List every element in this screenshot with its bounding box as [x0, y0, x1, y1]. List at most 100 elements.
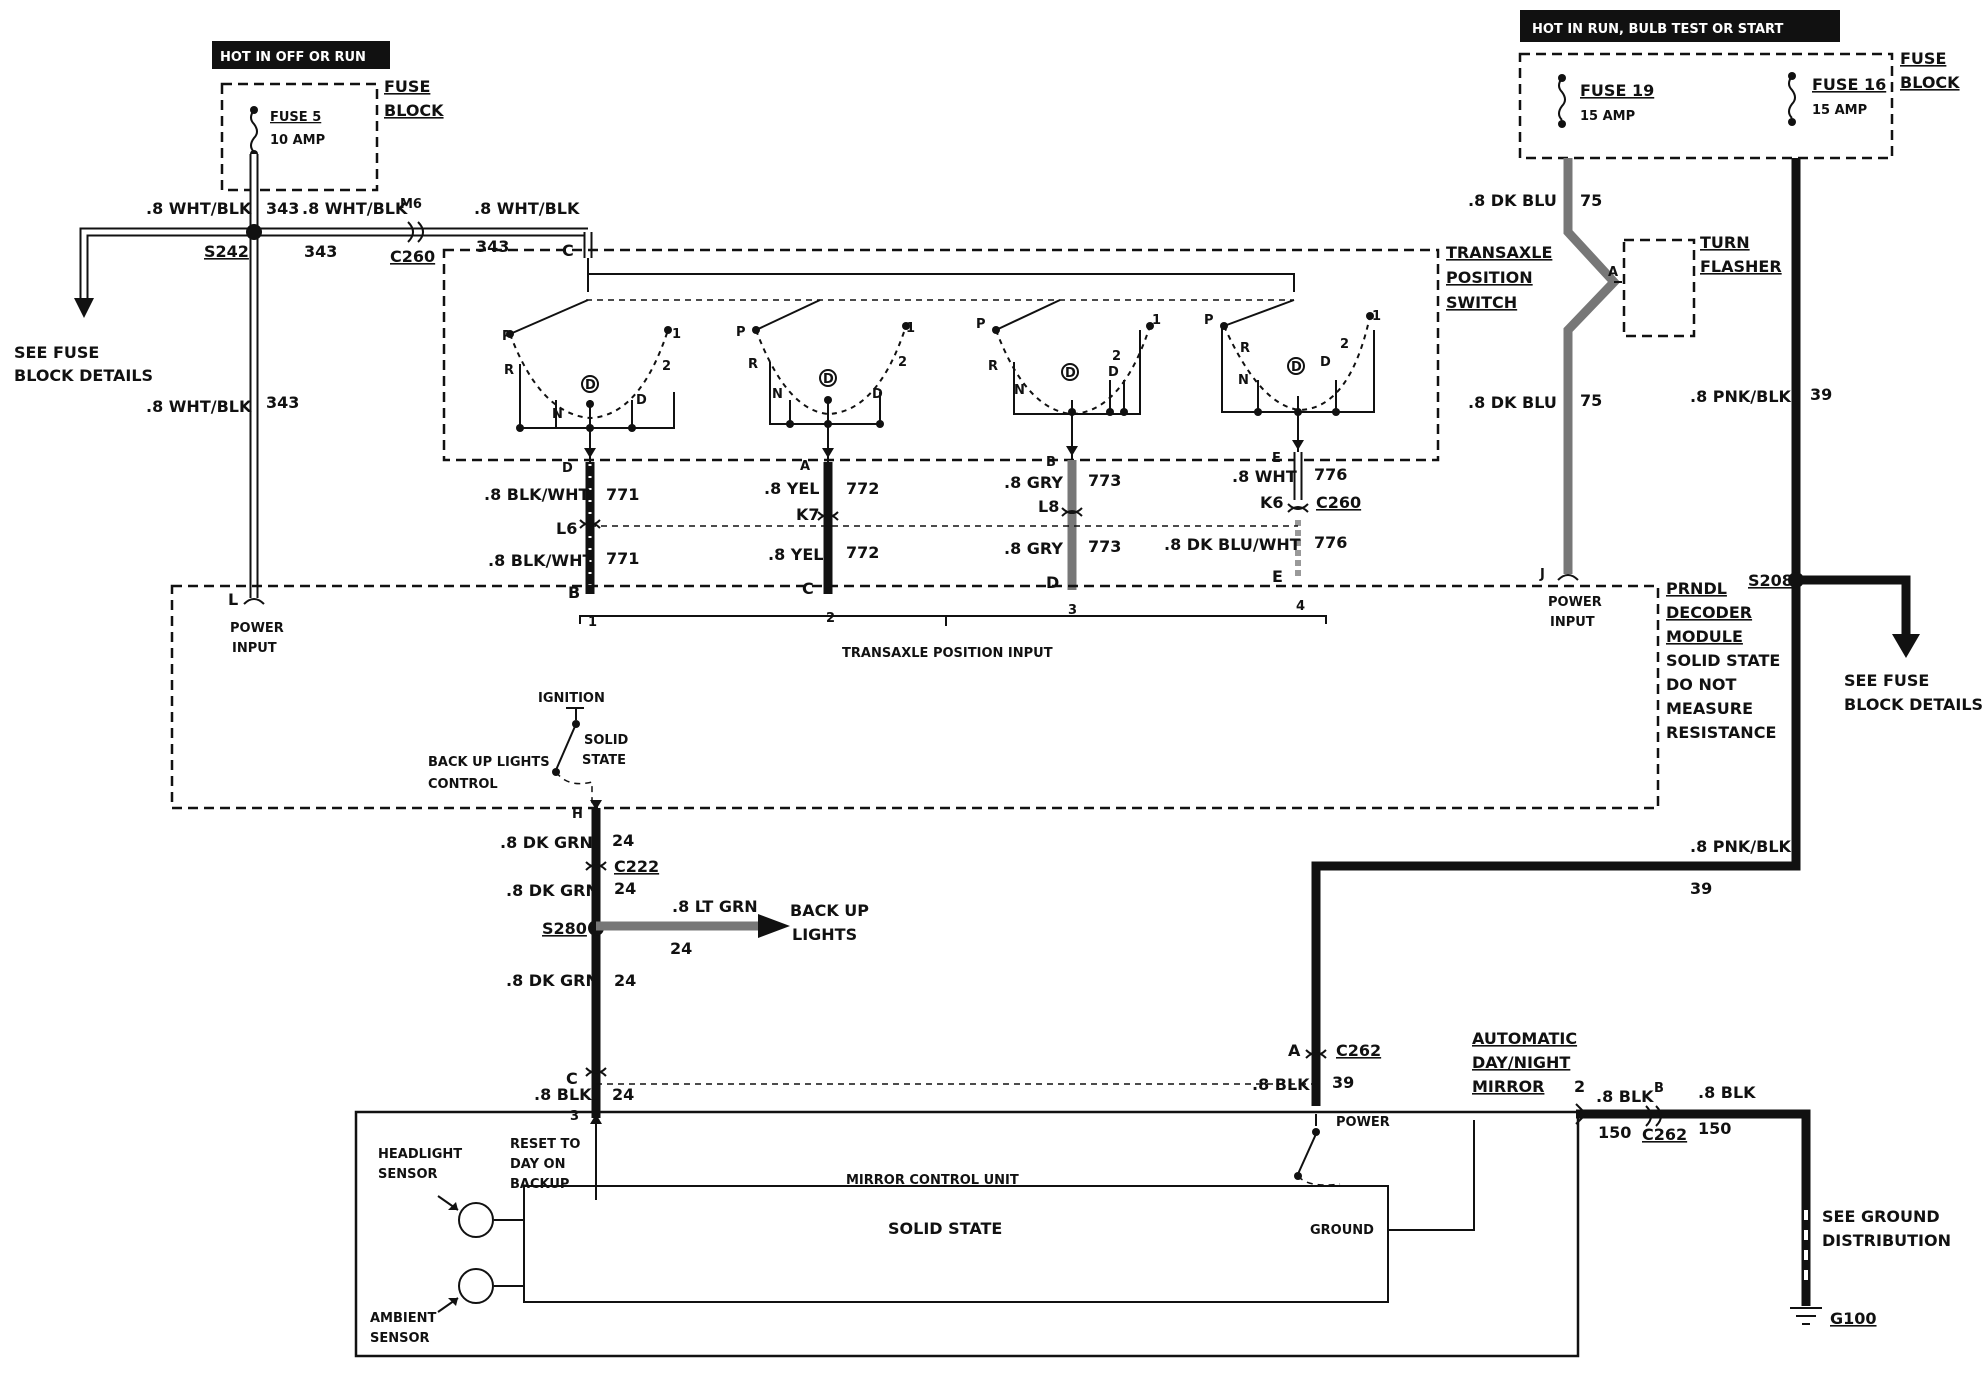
svg-text:39: 39	[1690, 879, 1712, 898]
fuse-block-left-box	[220, 82, 379, 192]
svg-text:75: 75	[1580, 191, 1602, 210]
prndl-decoder-label: PRNDL	[1666, 579, 1727, 598]
svg-text:C: C	[802, 579, 814, 598]
svg-text:.8 DK BLU/WHT: .8 DK BLU/WHT	[1164, 535, 1301, 554]
svg-text:2: 2	[1340, 337, 1349, 352]
svg-text:343: 343	[476, 237, 509, 256]
svg-text:MODULE: MODULE	[1666, 627, 1743, 646]
svg-text:.8 WHT: .8 WHT	[1232, 467, 1297, 486]
connector-c260: C260	[390, 247, 435, 266]
svg-text:D: D	[562, 461, 573, 476]
svg-text:C: C	[566, 1069, 578, 1088]
svg-text:FUSE 16: FUSE 16	[1812, 75, 1886, 94]
fuse5-icon	[250, 106, 258, 158]
svg-text:.8 BLK: .8 BLK	[1596, 1087, 1654, 1106]
svg-text:343: 343	[266, 393, 299, 412]
svg-text:SWITCH: SWITCH	[1446, 293, 1517, 312]
svg-text:.8 DK GRN: .8 DK GRN	[506, 881, 599, 900]
svg-text:772: 772	[846, 543, 879, 562]
transaxle-switch-box	[442, 248, 1440, 462]
svg-text:1: 1	[906, 321, 915, 336]
svg-text:1: 1	[672, 327, 681, 342]
svg-text:K7: K7	[796, 505, 820, 524]
splice-s242-dot	[246, 224, 262, 240]
svg-text:773: 773	[1088, 471, 1121, 490]
svg-text:D: D	[1108, 365, 1119, 380]
svg-text:L8: L8	[1038, 497, 1059, 516]
fuse-block-right-label: FUSE	[1900, 49, 1946, 68]
svg-text:J: J	[1539, 567, 1545, 582]
connector-c222: C222	[614, 857, 659, 876]
svg-text:1: 1	[1372, 309, 1381, 324]
svg-text:RESET TO: RESET TO	[510, 1137, 580, 1152]
svg-text:CONTROL: CONTROL	[428, 777, 498, 792]
svg-text:24: 24	[670, 939, 692, 958]
svg-text:P: P	[1204, 313, 1214, 328]
svg-text:N: N	[552, 407, 563, 422]
ground-g100: G100	[1830, 1309, 1877, 1328]
svg-text:2: 2	[898, 355, 907, 370]
svg-text:.8 WHT/BLK: .8 WHT/BLK	[146, 397, 252, 416]
svg-text:D: D	[823, 372, 834, 387]
hot-run-bulb-tag: HOT IN RUN, BULB TEST OR START	[1520, 10, 1840, 42]
svg-text:A: A	[1288, 1041, 1301, 1060]
svg-text:R: R	[504, 363, 514, 378]
svg-text:C262: C262	[1642, 1125, 1687, 1144]
svg-text:15 AMP: 15 AMP	[1580, 109, 1635, 124]
switch-section-2: P R N D D 2 1	[736, 299, 915, 428]
fuse16-icon	[1788, 72, 1796, 126]
svg-text:.8 BLK/WHT: .8 BLK/WHT	[488, 551, 593, 570]
svg-text:.8 PNK/BLK: .8 PNK/BLK	[1690, 837, 1792, 856]
svg-text:SOLID STATE: SOLID STATE	[1666, 651, 1780, 670]
connector-c262-icon	[1305, 1049, 1327, 1059]
svg-text:24: 24	[614, 879, 636, 898]
svg-text:B: B	[1046, 455, 1056, 470]
svg-text:AMBIENT: AMBIENT	[370, 1311, 437, 1326]
svg-text:R: R	[748, 357, 758, 372]
headlight-sensor-icon	[458, 1202, 494, 1238]
svg-text:FLASHER: FLASHER	[1700, 257, 1782, 276]
svg-text:HOT IN RUN, BULB TEST OR START: HOT IN RUN, BULB TEST OR START	[1532, 22, 1783, 37]
svg-text:POSITION: POSITION	[1446, 268, 1533, 287]
svg-text:D: D	[636, 393, 647, 408]
svg-text:.8 WHT/BLK: .8 WHT/BLK	[474, 199, 580, 218]
svg-text:2: 2	[1112, 349, 1121, 364]
svg-text:.8 BLK/WHT: .8 BLK/WHT	[484, 485, 589, 504]
svg-text:3: 3	[570, 1109, 579, 1124]
switch-section-3: P R N D D 2 1	[976, 299, 1161, 416]
svg-text:IGNITION: IGNITION	[538, 691, 605, 706]
svg-text:A: A	[800, 459, 810, 474]
svg-text:771: 771	[606, 549, 639, 568]
connector-arcs	[579, 503, 1309, 529]
svg-text:BACKUP: BACKUP	[510, 1177, 569, 1192]
switch-section-1: P R N D D 2 1	[502, 299, 681, 432]
svg-text:POWER: POWER	[230, 621, 284, 636]
svg-text:24: 24	[612, 831, 634, 850]
svg-text:N: N	[772, 387, 783, 402]
svg-text:L: L	[228, 590, 238, 609]
svg-text:.8 DK BLU: .8 DK BLU	[1468, 393, 1557, 412]
svg-text:SENSOR: SENSOR	[378, 1167, 438, 1182]
switch-section-4: P R N D D 2 1	[1204, 299, 1381, 416]
svg-text:39: 39	[1332, 1073, 1354, 1092]
svg-text:75: 75	[1580, 391, 1602, 410]
svg-text:POWER: POWER	[1548, 595, 1602, 610]
splice-s208: S208	[1748, 571, 1793, 590]
svg-text:FUSE 19: FUSE 19	[1580, 81, 1654, 100]
svg-text:R: R	[1240, 341, 1250, 356]
wire-75	[1563, 158, 1621, 574]
connector-c260-mid: C260	[1316, 493, 1361, 512]
fuse-block-right-box	[1518, 52, 1894, 160]
svg-text:DISTRIBUTION: DISTRIBUTION	[1822, 1231, 1951, 1250]
svg-text:3: 3	[1068, 603, 1077, 618]
svg-text:.8 BLK: .8 BLK	[534, 1085, 592, 1104]
svg-text:2: 2	[1574, 1077, 1585, 1096]
svg-text:P: P	[502, 329, 512, 344]
svg-text:B: B	[1654, 1081, 1664, 1096]
svg-text:.8 WHT/BLK: .8 WHT/BLK	[146, 199, 252, 218]
svg-text:INPUT: INPUT	[1550, 615, 1595, 630]
svg-text:.8 DK GRN: .8 DK GRN	[500, 833, 593, 852]
transaxle-input-label: TRANSAXLE POSITION INPUT	[842, 646, 1053, 661]
mirror-control-unit	[523, 1185, 1389, 1303]
